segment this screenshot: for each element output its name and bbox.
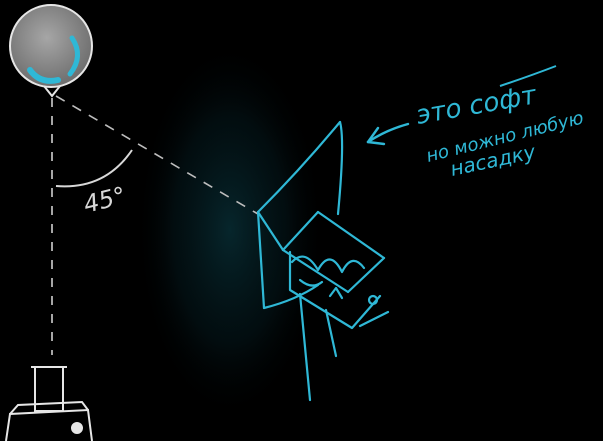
balloon-light-icon (10, 5, 92, 96)
light-glow (135, 40, 325, 420)
angle-label: 45° (81, 181, 129, 218)
annotation: это софт но можно любую насадку (414, 80, 586, 181)
pointer-arrow-icon (368, 124, 408, 144)
light-stand-base-icon (6, 367, 92, 441)
